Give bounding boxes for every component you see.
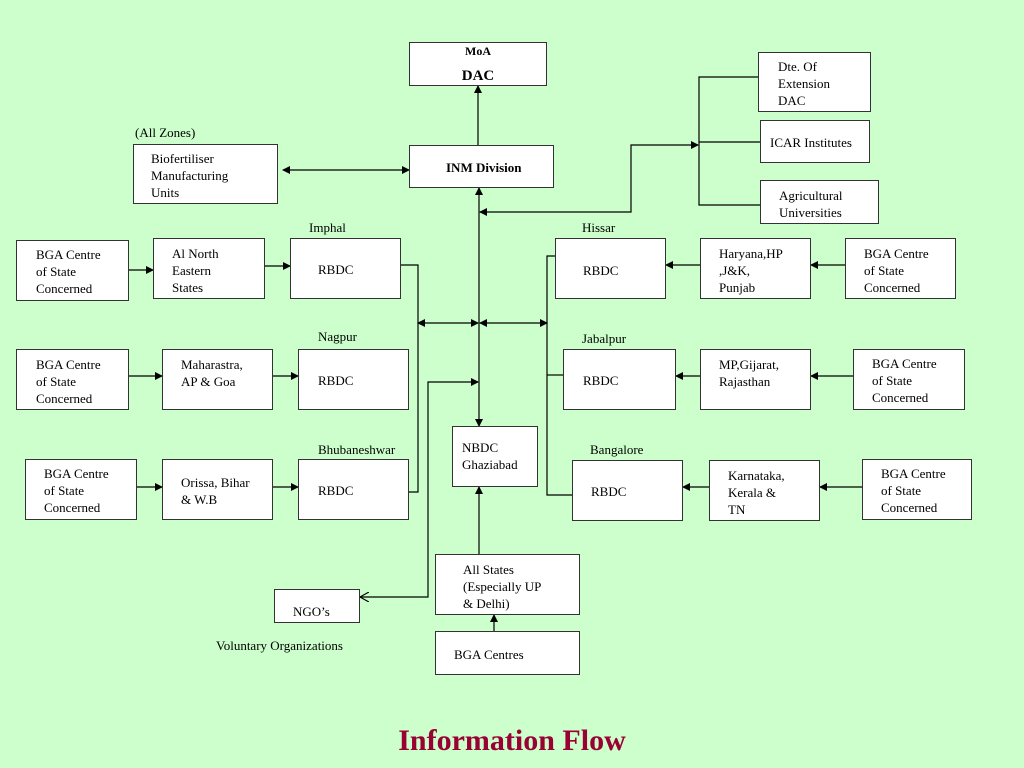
- node-north-eastern-states: Al North Eastern States: [153, 238, 265, 299]
- node-dac-label: DAC: [461, 68, 495, 84]
- node-haryana-label: Haryana,HP ,J&K, Punjab: [719, 246, 783, 295]
- node-haryana: Haryana,HP ,J&K, Punjab: [700, 238, 811, 299]
- label-bhubaneshwar: Bhubaneshwar: [318, 442, 396, 457]
- node-icar-institutes: ICAR Institutes: [760, 120, 870, 163]
- node-icar-label: ICAR Institutes: [770, 135, 852, 150]
- node-bga-left-3-label: BGA Centre of State Concerned: [44, 466, 109, 515]
- node-rbdc-bangalore-label: RBDC: [591, 484, 627, 499]
- node-bga-left-1-label: BGA Centre of State Concerned: [36, 247, 101, 296]
- node-moa-dac: MoA DAC: [409, 42, 547, 86]
- label-nagpur: Nagpur: [318, 329, 357, 344]
- node-bga-left-2: BGA Centre of State Concerned: [16, 349, 129, 410]
- node-bga-left-2-label: BGA Centre of State Concerned: [36, 357, 101, 406]
- label-bangalore: Bangalore: [590, 442, 644, 457]
- node-bga-right-2: BGA Centre of State Concerned: [853, 349, 965, 410]
- node-rbdc-hissar-label: RBDC: [583, 263, 619, 278]
- node-rbdc-bhub-label: RBDC: [318, 483, 354, 498]
- node-agri-label: Agricultural Universities: [779, 188, 843, 220]
- node-bga-right-1-label: BGA Centre of State Concerned: [864, 246, 929, 295]
- node-bga-left-3: BGA Centre of State Concerned: [25, 459, 137, 520]
- line-center-to-ngo: [360, 382, 478, 597]
- node-biofert-label: Biofertiliser Manufacturing Units: [151, 151, 229, 200]
- node-maharastra: Maharastra, AP & Goa: [162, 349, 273, 410]
- node-agricultural-universities: Agricultural Universities: [760, 180, 879, 224]
- node-nbdc-ghaziabad: NBDC Ghaziabad: [452, 426, 538, 487]
- node-bga-right-3-label: BGA Centre of State Concerned: [881, 466, 946, 515]
- node-orissa: Orissa, Bihar & W.B: [162, 459, 273, 520]
- node-moa-label: MoA: [465, 44, 491, 58]
- node-rbdc-bhubaneshwar: RBDC: [298, 459, 409, 520]
- node-bga-centres-label: BGA Centres: [454, 647, 524, 662]
- node-allstates-label: All States (Especially UP & Delhi): [463, 562, 542, 611]
- label-hissar: Hissar: [582, 220, 616, 235]
- node-dte-label: Dte. Of Extension DAC: [778, 59, 830, 108]
- node-ngo: NGO’s: [274, 589, 360, 623]
- node-rbdc-jabalpur-label: RBDC: [583, 373, 619, 388]
- node-karnataka: Karnataka, Kerala & TN: [709, 460, 820, 521]
- node-maha-label: Maharastra, AP & Goa: [181, 357, 243, 389]
- node-rbdc-nagpur: RBDC: [298, 349, 409, 410]
- node-bga-right-3: BGA Centre of State Concerned: [862, 459, 972, 520]
- node-rbdc-hissar: RBDC: [555, 238, 666, 299]
- node-rbdc-jabalpur: RBDC: [563, 349, 676, 410]
- node-bga-centres: BGA Centres: [435, 631, 580, 675]
- node-mp-label: MP,Gijarat, Rajasthan: [719, 357, 779, 389]
- node-rbdc-nagpur-label: RBDC: [318, 373, 354, 388]
- node-biofertiliser-units: Biofertiliser Manufacturing Units: [133, 144, 278, 204]
- node-karnataka-label: Karnataka, Kerala & TN: [728, 468, 785, 517]
- node-ngo-label: NGO’s: [293, 604, 330, 619]
- node-all-states: All States (Especially UP & Delhi): [435, 554, 580, 615]
- node-nbdc-label: NBDC Ghaziabad: [462, 440, 518, 472]
- node-rbdc-imphal-label: RBDC: [318, 262, 354, 277]
- line-to-extension-bracket: [479, 141, 699, 216]
- node-ne-label: Al North Eastern States: [172, 246, 219, 295]
- node-mp-gujarat: MP,Gijarat, Rajasthan: [700, 349, 811, 410]
- label-imphal: Imphal: [309, 220, 346, 235]
- node-inm-label: INM Division: [446, 160, 522, 175]
- label-voluntary-organizations: Voluntary Organizations: [216, 638, 343, 653]
- node-orissa-label: Orissa, Bihar & W.B: [181, 475, 250, 507]
- node-bga-right-2-label: BGA Centre of State Concerned: [872, 356, 937, 405]
- node-inm-division: INM Division: [409, 145, 554, 188]
- node-dte-extension: Dte. Of Extension DAC: [758, 52, 871, 112]
- node-bga-left-1: BGA Centre of State Concerned: [16, 240, 129, 301]
- extension-bracket: [698, 76, 760, 206]
- node-bga-right-1: BGA Centre of State Concerned: [845, 238, 956, 299]
- node-rbdc-bangalore: RBDC: [572, 460, 683, 521]
- node-rbdc-imphal: RBDC: [290, 238, 401, 299]
- label-all-zones: (All Zones): [135, 125, 196, 140]
- page-title: Information Flow: [398, 724, 626, 757]
- label-jabalpur: Jabalpur: [582, 331, 627, 346]
